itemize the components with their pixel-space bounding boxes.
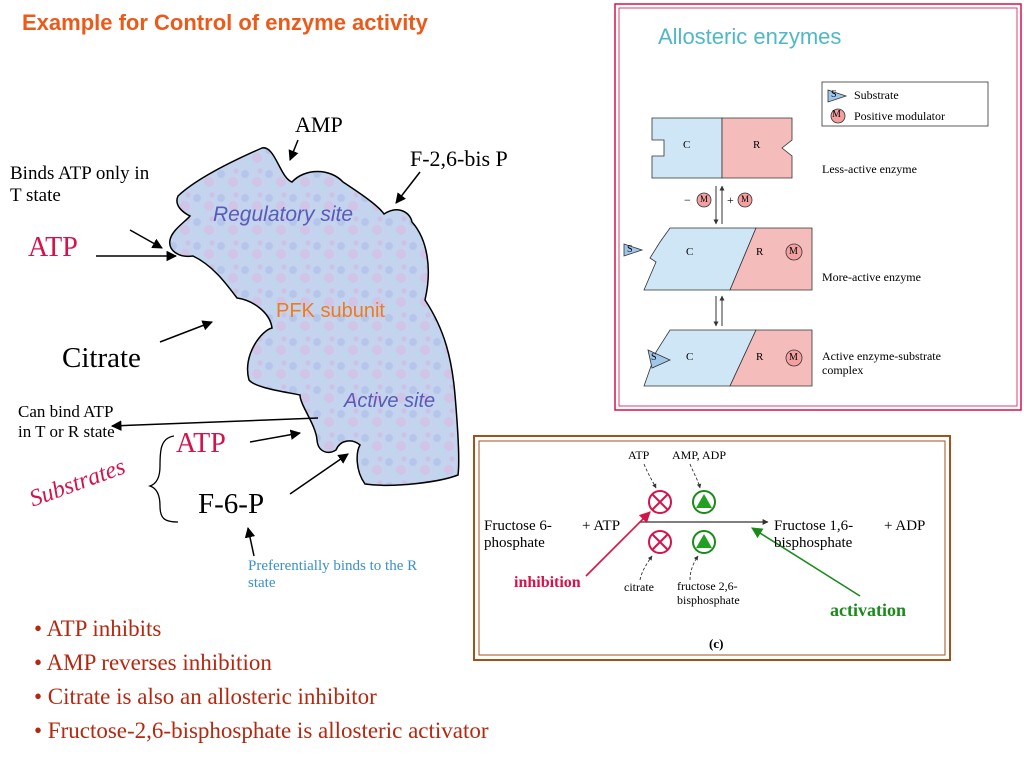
substrates-brace [147, 435, 179, 523]
bullet-item: • AMP reverses inhibition [34, 650, 272, 675]
active-site-label: Active site [344, 390, 436, 412]
legend-modulator-symbol: M [832, 109, 841, 120]
bullet-item: • Fructose-2,6-bisphosphate is allosteri… [34, 718, 489, 743]
can-bind-atp-label: Can bind ATP in T or R state [18, 402, 115, 441]
atp-substrate-label: ATP [176, 428, 226, 459]
reaction-atp-top: ATP [628, 448, 650, 462]
minus-sign: − [684, 193, 691, 207]
f6p-label: F-6-P [198, 488, 265, 520]
legend-substrate-text: Substrate [854, 88, 899, 102]
atp-regulatory-label: ATP [28, 232, 78, 263]
activation-label: activation [830, 600, 906, 620]
legend-box [821, 81, 989, 127]
plus-sign: + [727, 193, 734, 207]
plus-adp-label: + ADP [884, 518, 926, 534]
less-active-r: R [753, 139, 761, 151]
bullet-item: • ATP inhibits [34, 616, 162, 641]
plus-atp-label: + ATP [582, 518, 621, 534]
eq-modulator-minus: M [700, 194, 709, 204]
f26bisp-label: F-2,6-bis P [410, 146, 508, 171]
pfk-subunit-label: PFK subunit [276, 300, 385, 322]
reaction-amp-adp: AMP, ADP [672, 448, 727, 462]
less-active-c: C [683, 139, 691, 151]
inhibition-label: inhibition [514, 574, 581, 591]
bullet-item: • Citrate is also an allosteric inhibito… [34, 684, 377, 709]
amp-label: AMP [295, 112, 343, 137]
enzyme-blob [169, 147, 460, 487]
panel-c-label: (c) [709, 636, 724, 651]
binds-atp-t-label: Binds ATP only in T state [10, 163, 150, 206]
page-title: Example for Control of enzyme activity [22, 10, 428, 35]
citrate-label: Citrate [62, 342, 141, 374]
legend-substrate-symbol: S [831, 89, 837, 100]
fructose16-label: Fructose 1,6- bisphosphate [774, 518, 854, 552]
allosteric-title: Allosteric enzymes [658, 24, 842, 49]
summary-bullets: • ATP inhibits • AMP reverses inhibition… [34, 612, 489, 748]
complex-s: S [651, 352, 657, 363]
more-active-m: M [789, 246, 798, 257]
legend-modulator-text: Positive modulator [854, 109, 945, 123]
reaction-f26bp: fructose 2,6- bisphosphate [677, 579, 740, 607]
complex-r: R [756, 351, 764, 363]
complex-c: C [686, 351, 694, 363]
more-active-r: R [756, 246, 764, 258]
active-complex-label: Active enzyme-substrate complex [822, 349, 941, 377]
fructose6p-label: Fructose 6- phosphate [484, 518, 552, 552]
preferentially-label: Preferentially binds to the R state [248, 558, 418, 592]
reaction-citrate: citrate [624, 580, 654, 594]
more-active-s: S [627, 244, 633, 255]
regulatory-site-label: Regulatory site [212, 203, 354, 226]
more-active-label: More-active enzyme [822, 270, 921, 284]
eq-modulator-plus: M [741, 194, 750, 204]
less-active-label: Less-active enzyme [822, 162, 917, 176]
modulator-legend-icon [830, 108, 846, 124]
substrate-legend-icon [827, 89, 848, 103]
more-active-c: C [686, 246, 694, 258]
complex-m: M [789, 352, 798, 363]
